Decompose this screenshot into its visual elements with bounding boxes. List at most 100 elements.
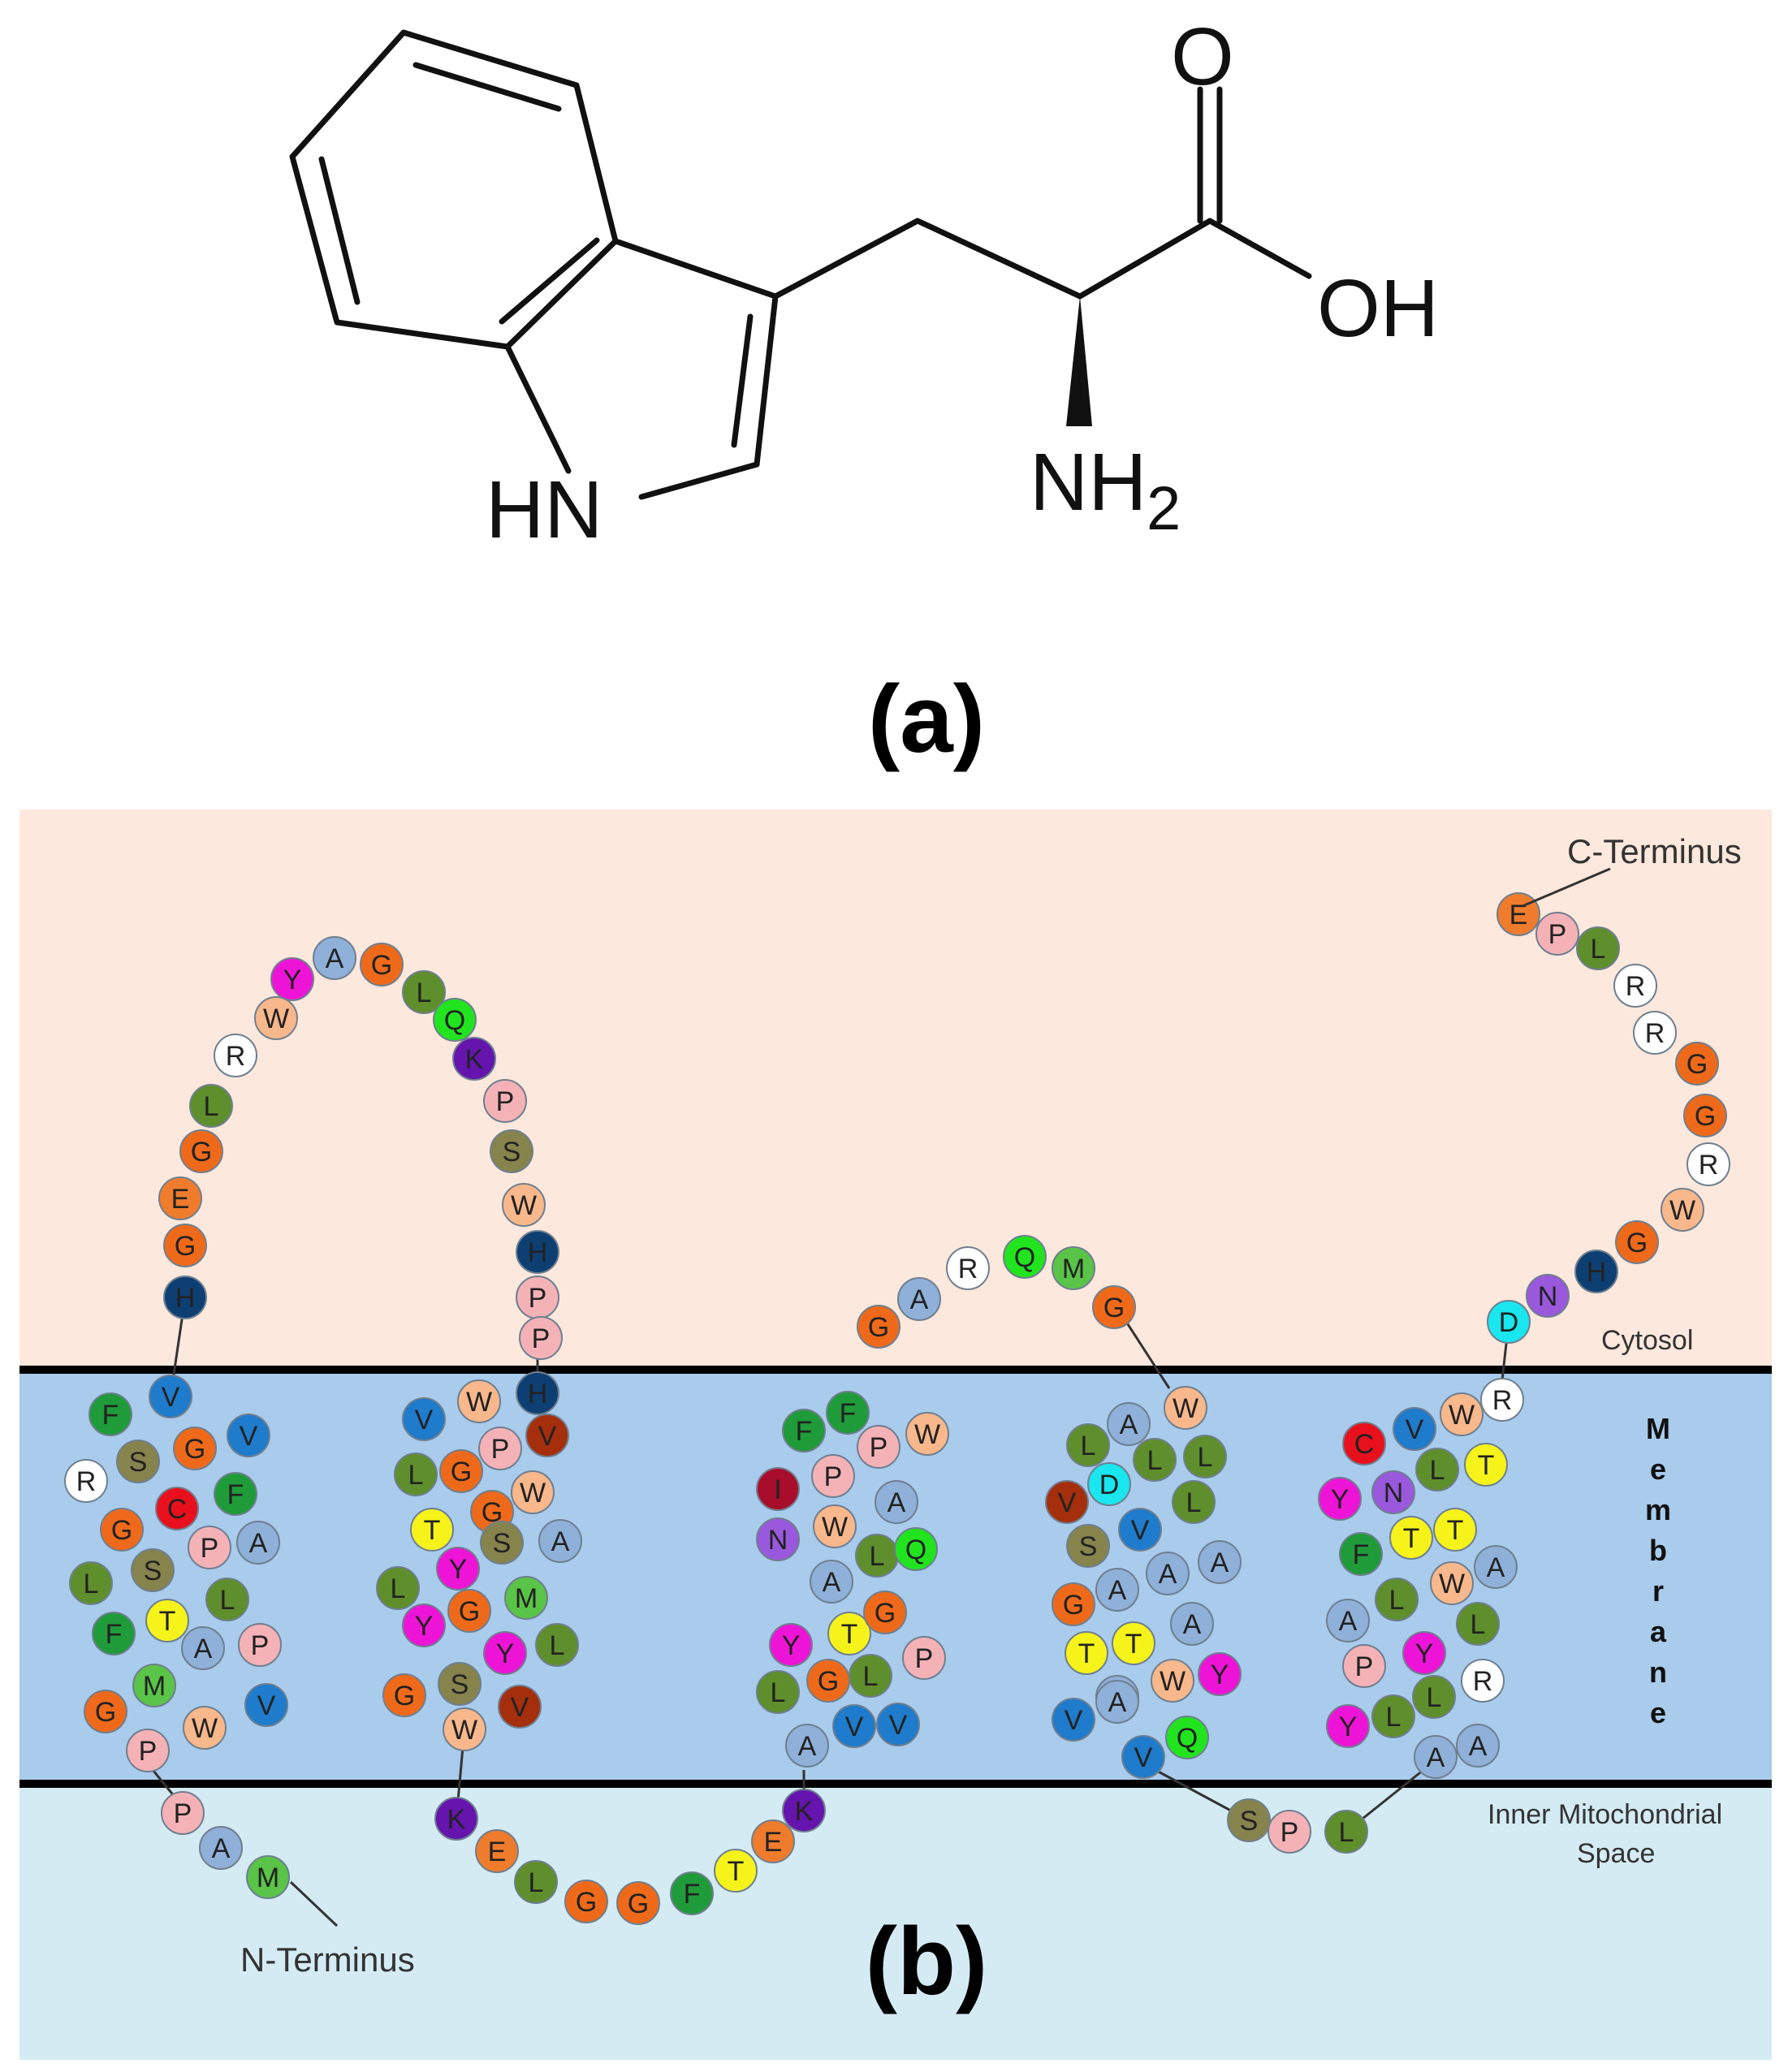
residue-letter: V [889, 1710, 908, 1741]
residue-l1-L1: L [189, 1084, 233, 1128]
ims-label-line-1: Inner Mitochondrial [1488, 1799, 1722, 1830]
residue-letter: L [1147, 1445, 1163, 1476]
residue-letter: Y [1211, 1660, 1229, 1690]
residue-letter: E [764, 1827, 783, 1858]
residue-circle [1066, 1423, 1110, 1467]
residue-letter: L [1389, 1585, 1405, 1616]
residue-circle [1107, 1402, 1151, 1446]
residue-l1-L2: L [402, 970, 446, 1014]
residue-circle [1052, 1582, 1095, 1626]
residue-c-G1: G [1615, 1220, 1659, 1264]
residue-letter: E [1509, 900, 1528, 930]
residue-letter: K [447, 1804, 466, 1835]
residue-letter: Y [1415, 1638, 1434, 1669]
residue-h3-W2: W [905, 1412, 949, 1456]
residue-circle [1415, 1448, 1459, 1491]
residue-h3-W1: W [813, 1504, 857, 1548]
residue-letter: G [576, 1887, 597, 1918]
residue-h1-A1: A [181, 1626, 225, 1670]
residue-circle [89, 1392, 132, 1436]
residue-l3-G1: G [857, 1305, 900, 1349]
residue-h5-P: P [1342, 1644, 1386, 1688]
residue-letter: A [1427, 1742, 1445, 1773]
residue-letter: G [95, 1697, 116, 1728]
ims-label-line-2: Space [1577, 1838, 1655, 1869]
residue-letter: W [914, 1419, 940, 1450]
residue-h3-V1: V [876, 1703, 920, 1746]
residue-h5-V: V [1393, 1407, 1436, 1451]
residue-h2-V2: V [402, 1397, 446, 1441]
residue-circle [1003, 1235, 1047, 1279]
residue-letter: L [1186, 1487, 1202, 1518]
residue-h1-S2: S [116, 1440, 160, 1483]
residue-letter: F [796, 1416, 813, 1447]
residue-h4-D: D [1087, 1462, 1131, 1506]
residue-circle [756, 1467, 800, 1511]
residue-letter: P [824, 1461, 843, 1492]
residue-h2-G1: G [439, 1449, 483, 1493]
residue-letter: T [1125, 1629, 1142, 1660]
residue-circle [813, 1504, 857, 1548]
residue-letter: H [528, 1237, 548, 1268]
residue-l2-T: T [714, 1849, 758, 1893]
residue-letter: F [840, 1398, 857, 1429]
residue-circle [402, 1604, 446, 1647]
residue-letter: G [1063, 1590, 1084, 1621]
residue-circle [504, 1576, 548, 1620]
residue-letter: W [466, 1387, 492, 1418]
residue-letter: A [823, 1567, 841, 1598]
residue-letter: P [529, 1283, 547, 1314]
residue-circle [452, 1037, 496, 1081]
residue-letter: L [1427, 1682, 1442, 1713]
residue-h4-L4: L [1172, 1480, 1216, 1524]
residue-circle [179, 1129, 223, 1173]
residue-circle [270, 957, 314, 1001]
cytosol-label: Cytosol [1601, 1325, 1693, 1356]
residue-circle [1661, 1188, 1704, 1232]
residue-circle [1121, 1735, 1165, 1779]
residue-letter: P [915, 1643, 934, 1674]
residue-circle [145, 1599, 189, 1642]
residue-c-R1: R [1687, 1142, 1730, 1186]
residue-letter: A [798, 1731, 817, 1762]
residue-circle [436, 1547, 480, 1591]
residue-letter: G [191, 1137, 212, 1168]
residue-l1-E: E [158, 1176, 202, 1220]
residue-circle [1172, 1480, 1216, 1524]
residue-circle [782, 1789, 826, 1832]
benzene-double-bond-2 [499, 237, 600, 325]
residue-letter: W [1669, 1195, 1695, 1226]
residue-n-M: M [246, 1855, 290, 1899]
residue-h2-G3: G [447, 1589, 491, 1633]
residue-h3-Y: Y [769, 1623, 813, 1667]
pyrrole-bond-3 [754, 293, 779, 468]
side-chain-bond-1 [772, 218, 921, 300]
residue-l3-G2: G [1092, 1285, 1136, 1329]
residue-circle [214, 1472, 257, 1516]
residue-circle [1487, 1300, 1531, 1344]
residue-h5-T1: T [1389, 1516, 1433, 1560]
residue-h1-G2: G [100, 1508, 144, 1552]
residue-c-G3: G [1675, 1042, 1719, 1086]
residue-h4-V3: V [1052, 1698, 1095, 1742]
residue-l1-H: H [163, 1276, 207, 1319]
residue-letter: S [129, 1447, 148, 1478]
residue-circle [1112, 1621, 1155, 1665]
residue-letter: A [249, 1528, 268, 1559]
residue-l1-G3: G [360, 943, 404, 986]
residue-circle [1268, 1810, 1311, 1854]
residue-l3-A: A [897, 1277, 941, 1321]
residue-circle [1146, 1552, 1190, 1595]
residue-h3-F2: F [826, 1391, 870, 1435]
residue-c-G2: G [1683, 1094, 1727, 1137]
residue-circle [670, 1871, 714, 1915]
residue-circle [849, 1654, 892, 1698]
n-terminus-label: N-Terminus [240, 1940, 415, 1979]
residue-letter: A [212, 1833, 231, 1864]
residue-circle [161, 1791, 205, 1835]
residue-letter: V [240, 1421, 258, 1452]
residue-h3-A3: A [875, 1480, 918, 1524]
residue-h2-V1: V [525, 1414, 569, 1457]
